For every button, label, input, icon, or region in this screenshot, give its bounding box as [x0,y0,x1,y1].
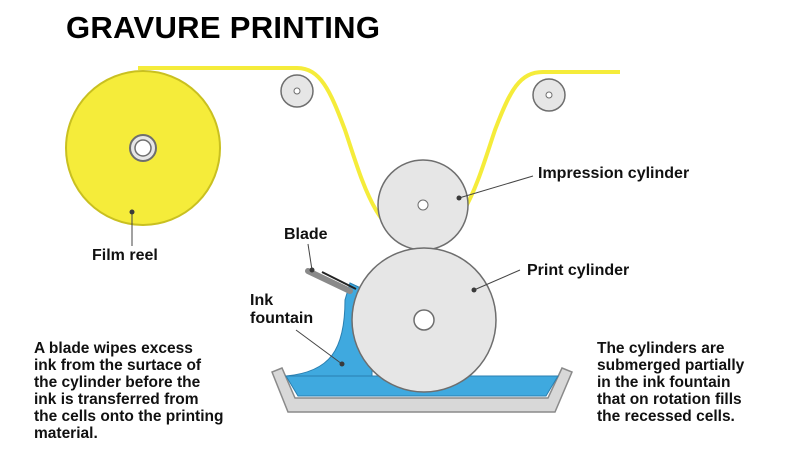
leader-dot-ink [339,361,345,367]
label-film-reel: Film reel [92,247,158,264]
guide-roller-right-axle [545,91,553,99]
doctor-blade [305,268,357,294]
leader-dot-print [471,287,477,293]
label-impression-cylinder: Impression cylinder [538,165,690,182]
leader-blade [307,243,313,271]
impression-cylinder-axle [417,199,429,211]
leader-print [473,269,521,291]
label-blade: Blade [284,226,328,243]
leader-dot-film-reel [129,209,135,215]
note-right: The cylinders are submerged partially in… [597,340,745,425]
guide-roller-left-axle [293,87,301,95]
ink-tray [271,367,573,413]
leader-dot-impression [456,195,462,201]
film-reel-hole [134,139,152,157]
note-left: A blade wipes excess ink from the surtac… [34,340,224,442]
print-cylinder-axle [413,309,435,331]
label-print-cylinder: Print cylinder [527,262,630,279]
leader-ink-fountain [295,329,343,365]
leader-dot-blade [309,267,315,273]
label-ink-fountain: Ink fountain [250,292,314,327]
leader-impression [458,175,534,199]
page-title: GRAVURE PRINTING [66,10,381,45]
